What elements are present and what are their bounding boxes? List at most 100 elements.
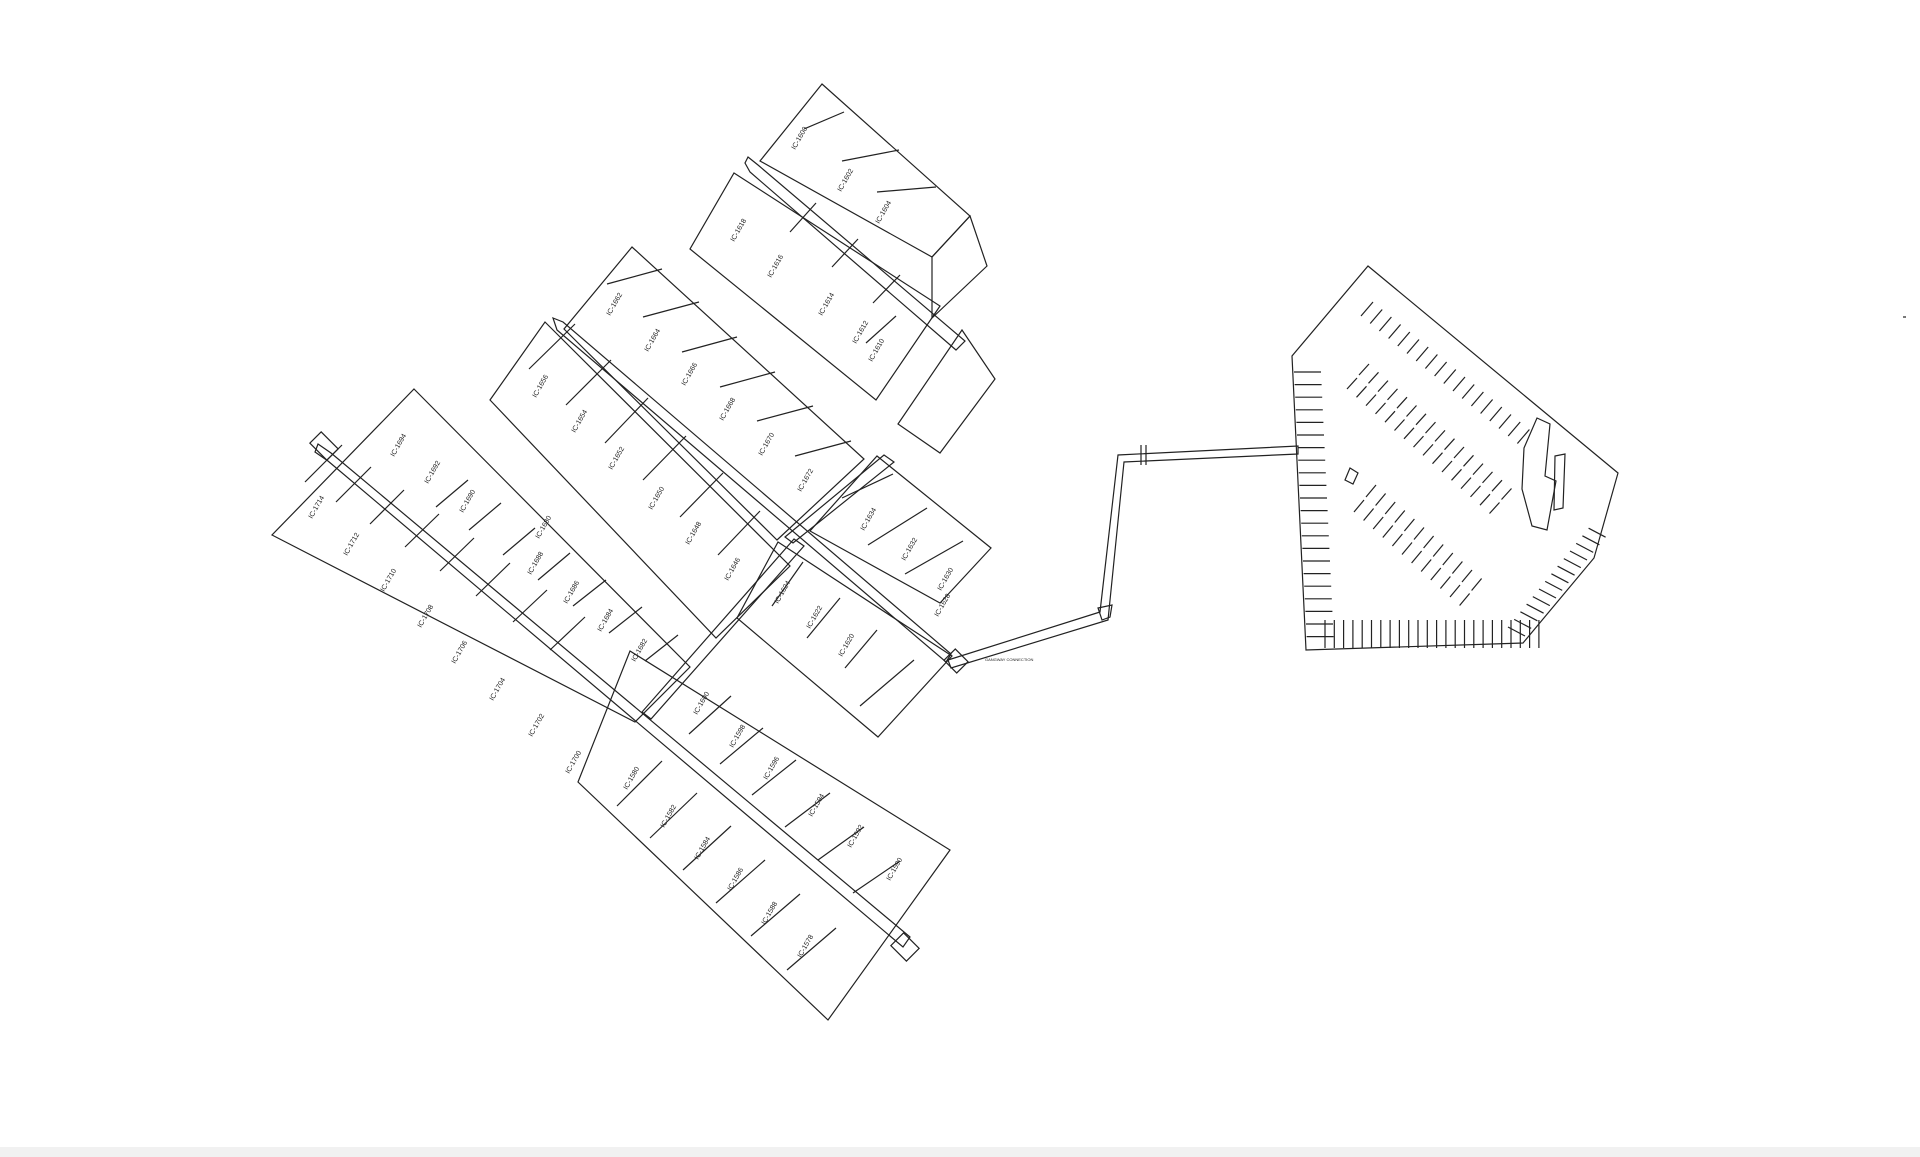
slip-label: IC-1702	[528, 713, 547, 738]
dock-c: IC-1618 IC-1616 IC-1614 IC-1612 IC-1610 …	[689, 83, 996, 454]
parking-stall-line	[1391, 533, 1403, 547]
parking-stall-line	[1384, 501, 1396, 515]
dock-a-north-slips	[271, 388, 691, 723]
parking-stall-line	[1353, 499, 1365, 513]
parking-stall-line	[1365, 394, 1377, 407]
parking-stall-line	[1463, 454, 1474, 467]
slip-label: IC-1620	[838, 633, 857, 658]
parking-stall-line	[1443, 369, 1457, 384]
parking-stall-line	[1532, 596, 1551, 607]
parking-stall-line	[1557, 565, 1575, 576]
parking-lot-ne-stalls	[1360, 301, 1530, 444]
gangway: GANGWAY CONNECTION	[947, 445, 1299, 669]
dock-b-connector	[641, 538, 805, 720]
slip-label: IC-1714	[308, 495, 327, 520]
dock-c-north-slips	[689, 172, 941, 401]
parking-stall-line	[1480, 399, 1494, 414]
parking-stall-line	[1394, 419, 1405, 431]
parking-stall-line	[1425, 421, 1436, 434]
parking-stall-line	[1432, 452, 1443, 465]
parking-stall-line	[1423, 535, 1435, 549]
parking-stall-line	[1459, 593, 1471, 606]
parking-stall-line	[1406, 405, 1417, 417]
parking-lot-island-upper	[1346, 363, 1512, 514]
parking-stall-line	[1582, 535, 1600, 546]
parking-stall-line	[1489, 502, 1500, 514]
parking-stall-line	[1388, 324, 1402, 339]
dock-b-connector-2	[784, 454, 895, 544]
parking-stall-line	[1413, 527, 1425, 540]
parking-stall-line	[1489, 406, 1503, 422]
slip-label: IC-1666	[681, 362, 700, 387]
parking-stall-line	[1470, 485, 1481, 498]
parking-lot-small-island	[1344, 467, 1359, 485]
slip-label: IC-1708	[417, 604, 436, 629]
slip-label: IC-1628	[934, 593, 953, 618]
slip-label: IC-1680	[535, 515, 554, 540]
slip-label: IC-1592	[847, 824, 866, 849]
parking-stall-line	[1387, 388, 1398, 401]
parking-stall-line	[1453, 446, 1465, 459]
slip-label: IC-1634	[860, 507, 879, 532]
parking-stall-line	[1569, 550, 1588, 561]
slip-label: IC-1602	[837, 168, 856, 193]
parking-stall-line	[1372, 516, 1384, 530]
parking-stall-line	[1358, 363, 1370, 376]
parking-stall-line	[1501, 488, 1512, 500]
dock-b-north-slips	[489, 321, 791, 639]
parking-stall-line	[1394, 510, 1406, 523]
slip-label: IC-1632	[901, 537, 920, 562]
slip-label: IC-1650	[648, 486, 667, 511]
slip-label: IC-1622	[806, 605, 825, 630]
slip-label: IC-1582	[660, 804, 679, 829]
parking-stall-line	[1451, 468, 1462, 481]
slip-label: IC-1616	[767, 254, 786, 279]
slip-label: IC-1618	[730, 218, 749, 243]
dock-c-north-slip-labels: IC-1618 IC-1616 IC-1614 IC-1612 IC-1610	[730, 218, 887, 363]
parking-stall-line	[1382, 525, 1394, 538]
slip-label: IC-1700	[565, 750, 584, 775]
parking-stall-line	[1401, 542, 1413, 555]
slip-label: IC-1610	[868, 338, 887, 363]
slip-label: IC-1604	[875, 200, 894, 225]
parking-stall-line	[1420, 559, 1432, 572]
dock-b-walkway	[552, 316, 952, 663]
slip-label: IC-1580	[623, 766, 642, 791]
parking-lot-island-lower	[1353, 484, 1483, 606]
parking-stall-line	[1432, 544, 1444, 557]
parking-stall-line	[1588, 527, 1606, 538]
parking-stall-line	[1544, 580, 1563, 591]
parking-stall-line	[1415, 346, 1429, 362]
slip-label: IC-1600	[693, 691, 712, 716]
slip-label: IC-1670	[758, 432, 777, 457]
dock-b-south-slips	[563, 246, 865, 541]
slip-label: IC-1690	[459, 489, 478, 514]
parking-stall-line	[1363, 508, 1375, 521]
dock-b-south-slip-labels: IC-1662 IC-1664 IC-1666 IC-1668 IC-1670 …	[606, 292, 816, 493]
dock-a-south-slips	[577, 650, 951, 1021]
parking-stall-line	[1411, 550, 1423, 564]
parking-stall-line	[1375, 402, 1386, 415]
viewer-bottom-bar	[0, 1147, 1920, 1157]
dock-e: IC-1580 IC-1582 IC-1584 IC-1586 IC-1588 …	[623, 691, 905, 959]
parking-stall-line	[1442, 552, 1454, 566]
parking-stall-line	[1430, 567, 1442, 581]
dock-d-south-slip-labels: IC-1624 IC-1622 IC-1620 GANGWAY CONNECTI…	[774, 580, 857, 658]
parking-stall-line	[1397, 331, 1411, 347]
parking-lot-entry-structure	[1521, 417, 1557, 531]
dock-e-north-slip-labels: IC-1600 IC-1598 IC-1596 IC-1594 IC-1592 …	[693, 691, 905, 882]
parking-stall-line	[1498, 414, 1512, 429]
parking-stall-line	[1441, 460, 1453, 473]
parking-stall-line	[1482, 471, 1493, 484]
dock-a-dividers	[304, 444, 901, 971]
parking-stall-line	[1378, 316, 1392, 332]
slip-label: IC-1624	[774, 580, 793, 605]
parking-stall-line	[1452, 376, 1466, 392]
parking-stall-line	[1507, 421, 1521, 437]
parking-stall-line	[1563, 558, 1582, 569]
dock-d-south-slips	[736, 541, 953, 738]
parking-stall-line	[1479, 493, 1491, 506]
slip-label: IC-1614	[818, 292, 837, 317]
parking-stall-line	[1460, 477, 1472, 490]
